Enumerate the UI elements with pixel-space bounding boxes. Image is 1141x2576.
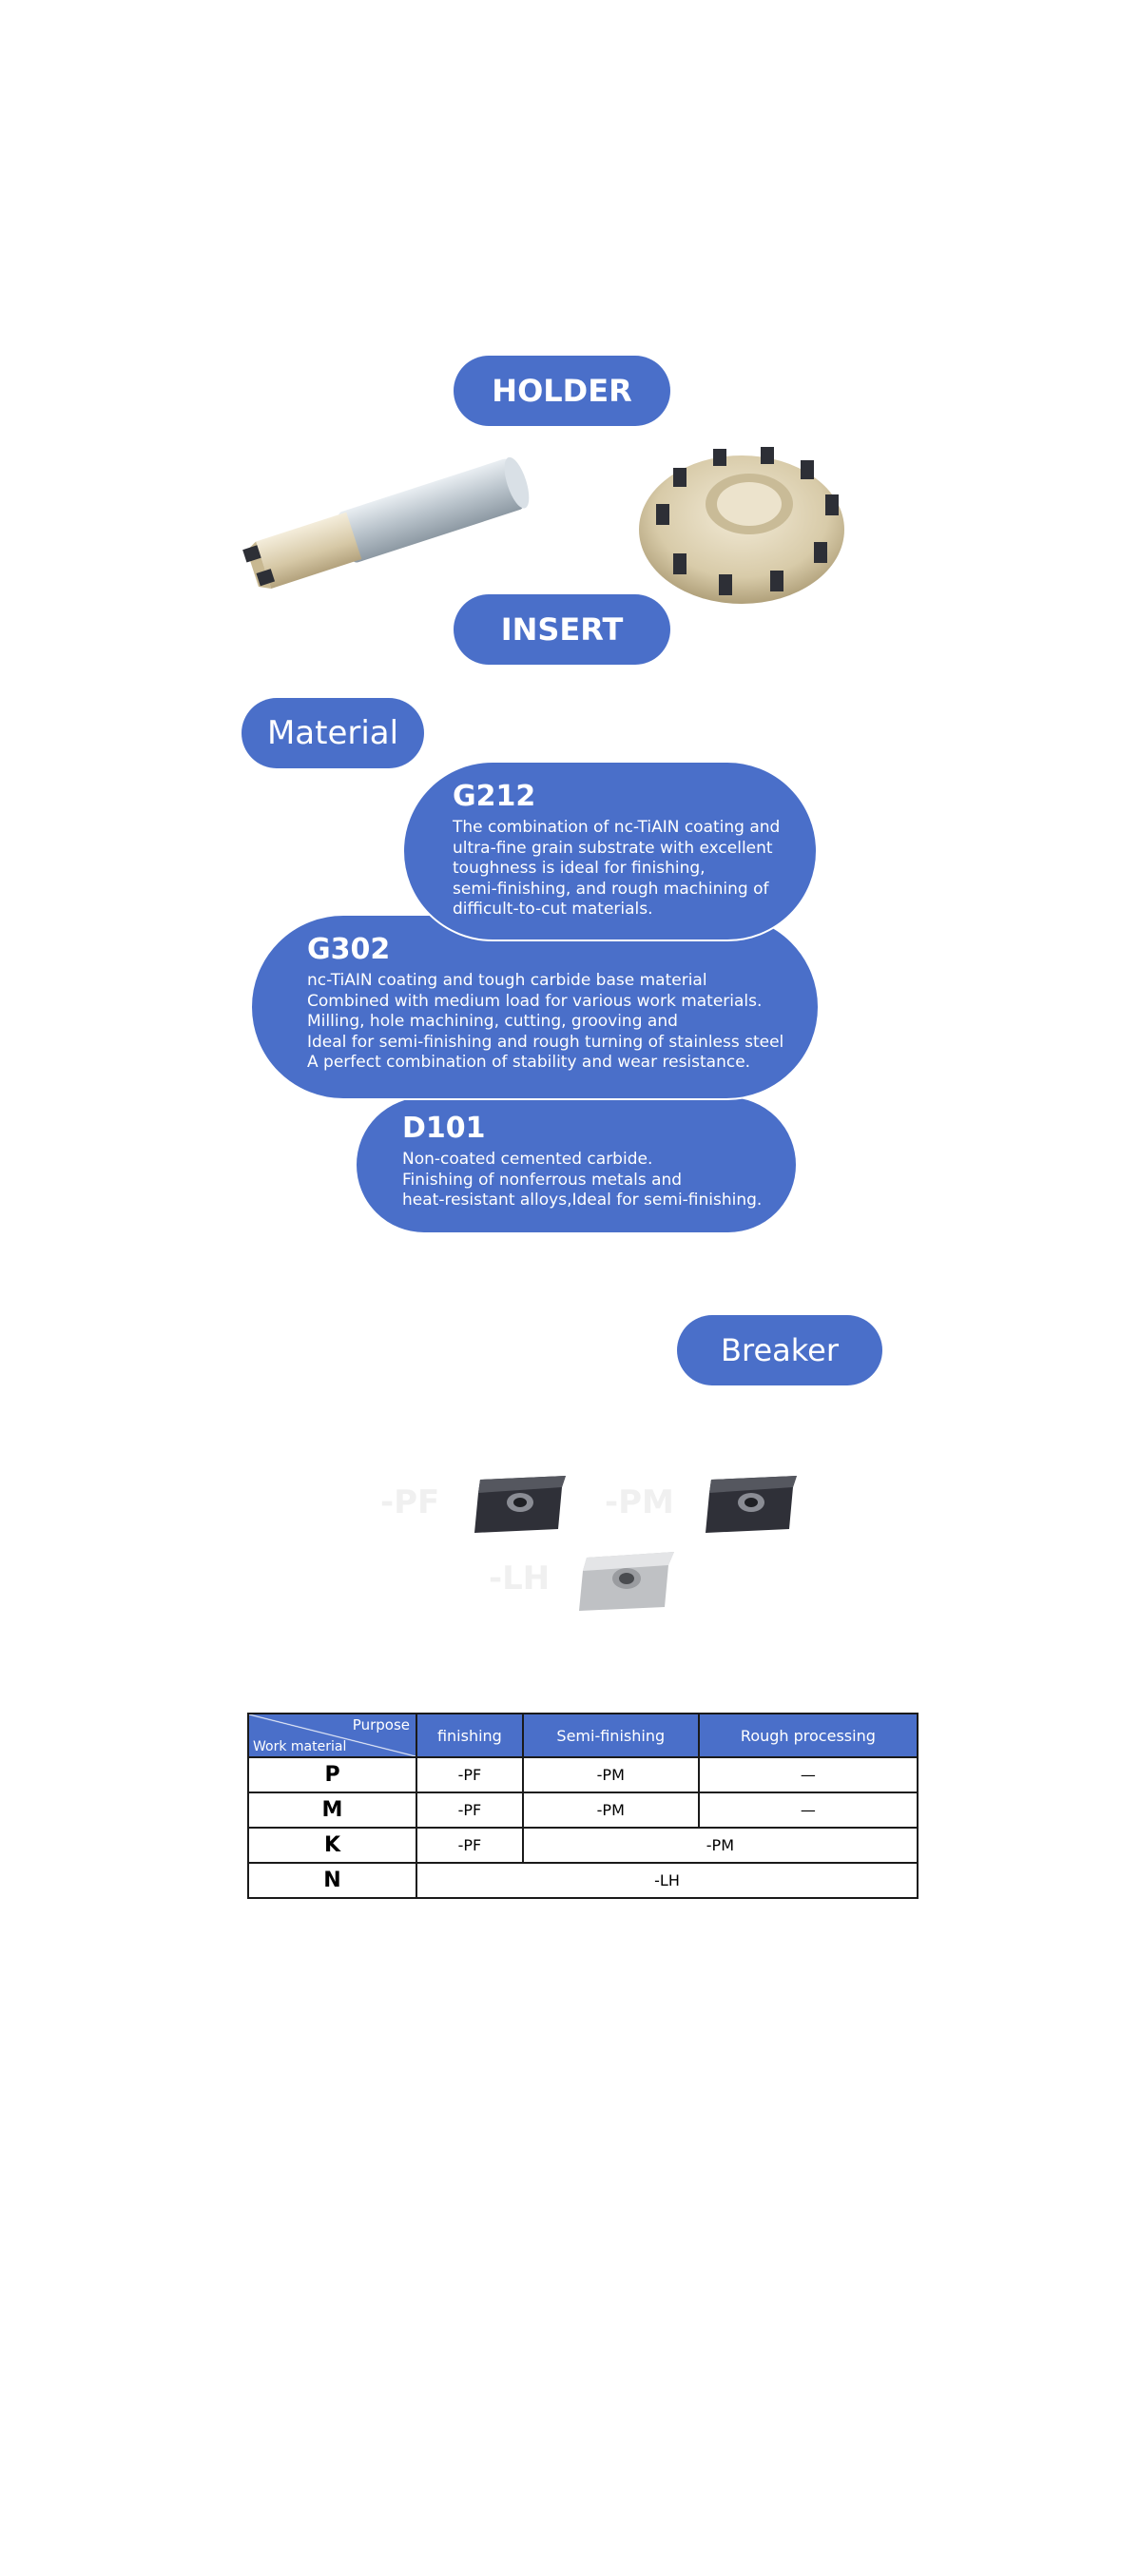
material-description: difficult-to-cut materials. (453, 900, 653, 919)
table-corner-cell: Purpose Work material (247, 1713, 417, 1758)
cell-semi-finishing: -PM (521, 1792, 700, 1829)
table-row: M -PF -PM — (247, 1792, 919, 1829)
material-description: nc-TiAIN coating and tough carbide base … (307, 971, 707, 990)
breaker-lh-label: -LH (489, 1559, 551, 1598)
breaker-pm-label: -PM (605, 1483, 674, 1521)
material-description: Non-coated cemented carbide. (402, 1150, 653, 1169)
face-mill-illustration (639, 447, 844, 604)
header-semi-finishing: Semi-finishing (521, 1713, 700, 1758)
material-description: The combination of nc-TiAIN coating and (453, 818, 781, 837)
end-mill-illustration (242, 456, 530, 589)
material-description: toughness is ideal for finishing, (453, 859, 706, 878)
material-description: Finishing of nonferrous metals and (402, 1170, 683, 1190)
table-row: P -PF -PM — (247, 1756, 919, 1793)
work-material-label: Work material (253, 1739, 347, 1754)
cell-all: -LH (416, 1862, 919, 1899)
row-material: K (247, 1827, 417, 1864)
cell-finishing: -PF (416, 1792, 524, 1829)
insert-pf-illustration (474, 1476, 566, 1533)
cell-rough: — (697, 1792, 919, 1829)
breaker-pf-label: -PF (380, 1483, 440, 1521)
breaker-label: Breaker (677, 1315, 882, 1385)
insert-pm-illustration (706, 1476, 797, 1533)
cell-rough: — (697, 1756, 919, 1793)
header-finishing: finishing (416, 1713, 524, 1758)
insert-label: INSERT (454, 594, 670, 665)
material-description: Ideal for semi-finishing and rough turni… (307, 1032, 784, 1052)
material-label: Material (242, 698, 424, 768)
insert-lh-illustration (579, 1552, 674, 1611)
material-description: heat-resistant alloys,Ideal for semi-fin… (402, 1191, 763, 1210)
material-description: semi-finishing, and rough machining of (453, 879, 769, 899)
table-header-row: Purpose Work material finishing Semi-fin… (247, 1713, 919, 1758)
cell-finishing: -PF (416, 1756, 524, 1793)
material-description: A perfect combination of stability and w… (307, 1053, 751, 1072)
material-name: G302 (307, 933, 391, 966)
material-g302: G302 nc-TiAIN coating and tough carbide … (250, 914, 820, 1100)
table-row: K -PF -PM (247, 1827, 919, 1864)
material-description: Milling, hole machining, cutting, groovi… (307, 1012, 678, 1031)
material-g212: G212 The combination of nc-TiAIN coating… (402, 761, 818, 941)
row-material: P (247, 1756, 417, 1793)
material-name: D101 (402, 1112, 486, 1145)
cell-semi-finishing: -PM (521, 1756, 700, 1793)
row-material: M (247, 1792, 417, 1829)
material-d101: D101 Non-coated cemented carbide. Finish… (355, 1095, 798, 1234)
header-rough-processing: Rough processing (697, 1713, 919, 1758)
cell-semi-rough: -PM (521, 1827, 919, 1864)
purpose-label: Purpose (352, 1716, 410, 1733)
row-material: N (247, 1862, 417, 1899)
breaker-selection-table: Purpose Work material finishing Semi-fin… (247, 1713, 919, 1899)
material-description: ultra-fine grain substrate with excellen… (453, 838, 773, 858)
material-name: G212 (453, 780, 536, 813)
cell-finishing: -PF (416, 1827, 524, 1864)
holder-label: HOLDER (454, 356, 670, 426)
table-row: N -LH (247, 1862, 919, 1899)
material-description: Combined with medium load for various wo… (307, 991, 763, 1011)
